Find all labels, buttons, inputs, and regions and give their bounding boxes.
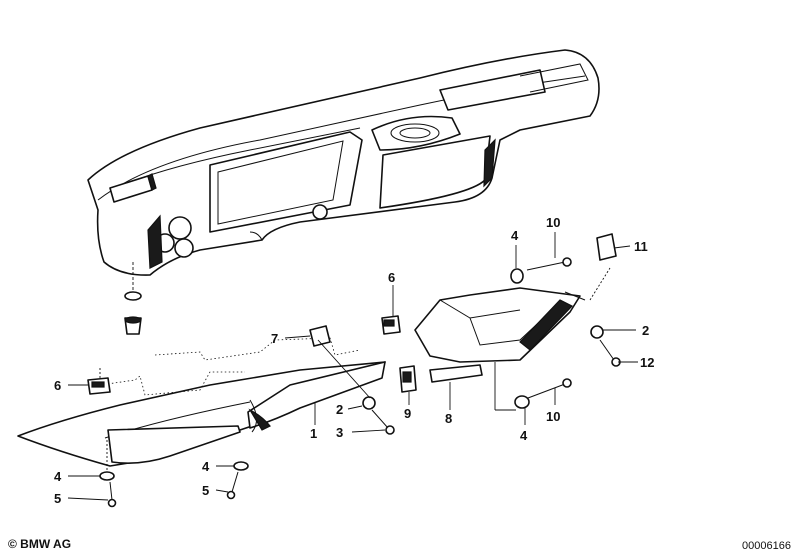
callout-6-right: 6 — [388, 270, 395, 285]
dashboard-panel — [87, 49, 600, 276]
hardware — [87, 233, 621, 508]
callout-1: 1 — [310, 426, 317, 441]
leader-lines — [67, 232, 638, 501]
lower-trim-panel — [17, 337, 386, 467]
callout-7: 7 — [271, 331, 278, 346]
callout-2-left: 2 — [336, 402, 343, 417]
callout-3: 3 — [336, 425, 343, 440]
callout-labels: 1 2 2 3 4 4 4 4 5 5 6 6 7 8 9 10 10 11 1… — [54, 215, 654, 506]
callout-6-left: 6 — [54, 378, 61, 393]
callout-4-center: 4 — [202, 459, 210, 474]
callout-4-mid: 4 — [520, 428, 528, 443]
callout-11: 11 — [634, 239, 648, 254]
callout-5-left: 5 — [54, 491, 61, 506]
diagram-number: 00006166 — [742, 540, 791, 552]
callout-10-top: 10 — [546, 215, 560, 230]
duct-bracket — [414, 287, 586, 383]
callout-4-left: 4 — [54, 469, 62, 484]
callout-2-right: 2 — [642, 323, 649, 338]
callout-5-center: 5 — [202, 483, 209, 498]
brand-copyright: © BMW AG — [8, 537, 72, 551]
dashboard-clip — [124, 262, 142, 335]
callout-9: 9 — [404, 406, 411, 421]
callout-8: 8 — [445, 411, 452, 426]
callout-12: 12 — [640, 355, 654, 370]
callout-4-top: 4 — [511, 228, 519, 243]
callout-10-bottom: 10 — [546, 409, 560, 424]
